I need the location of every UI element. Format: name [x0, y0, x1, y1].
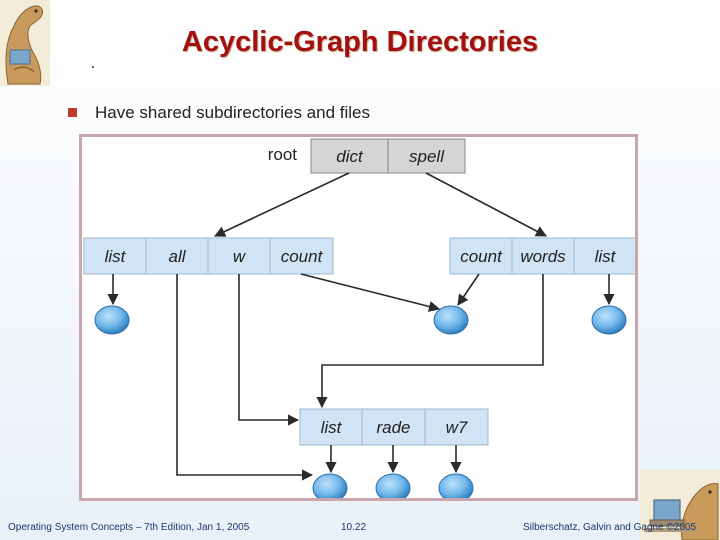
edge-w-to-shareddir: [238, 274, 300, 426]
dict-entry-list-label: list: [105, 247, 127, 266]
shared-entry-w7-label: w7: [446, 418, 468, 437]
spell-entry-list-label: list: [595, 247, 617, 266]
dict-entry-count-label: count: [281, 247, 324, 266]
spell-entry-count: [449, 237, 513, 275]
file-node-dict-list: [94, 305, 130, 335]
file-node-w7: [438, 473, 474, 498]
spell-entry-words-label: words: [520, 247, 566, 266]
edge-spellcount-to-file: [457, 273, 480, 306]
decorative-dot: [92, 66, 94, 68]
dict-entry-all-label: all: [168, 247, 186, 266]
directory-graph: root dict spell list all w count count w…: [83, 138, 635, 498]
dict-entry-count: [269, 237, 334, 275]
bullet-text: Have shared subdirectories and files: [95, 103, 370, 122]
file-node-shared-list: [312, 473, 348, 498]
file-node-rade: [375, 473, 411, 498]
root-label: root: [268, 145, 298, 164]
root-entry-spell-label: spell: [409, 147, 445, 166]
file-node-shared-count: [433, 305, 469, 335]
dict-entry-w-label: w: [233, 247, 247, 266]
shared-entry-list: [299, 408, 363, 446]
footer-copyright: Silberschatz, Galvin and Gagne ©2005: [523, 522, 697, 533]
edge-all-to-file: [176, 274, 314, 481]
edge-spell-to-spelldir: [425, 172, 547, 237]
footer-book-title: Operating System Concepts – 7th Edition,…: [8, 522, 250, 533]
spell-entry-list: [573, 237, 635, 275]
edge-dictcount-to-file: [300, 273, 441, 312]
shared-entry-list-label: list: [321, 418, 343, 437]
spell-entry-count-label: count: [460, 247, 503, 266]
slide-title: Acyclic-Graph Directories: [181, 26, 539, 58]
dinosaur-computer-icon: [640, 470, 720, 540]
shared-entry-rade-label: rade: [376, 418, 410, 437]
acyclic-graph-figure: root dict spell list all w count count w…: [79, 134, 638, 501]
footer-page-number: 10.22: [341, 522, 367, 533]
bullet-square-icon: [68, 108, 77, 117]
edge-words-to-shareddir: [316, 274, 544, 409]
edge-dict-to-dictdir: [213, 172, 350, 237]
dinosaur-mascot-icon: [0, 0, 50, 86]
root-entry-dict: [310, 138, 389, 174]
file-node-spell-list: [591, 305, 627, 335]
root-entry-spell: [387, 138, 466, 174]
dict-entry-all: [145, 237, 209, 275]
dict-entry-list: [83, 237, 147, 275]
root-entry-dict-label: dict: [336, 147, 364, 166]
